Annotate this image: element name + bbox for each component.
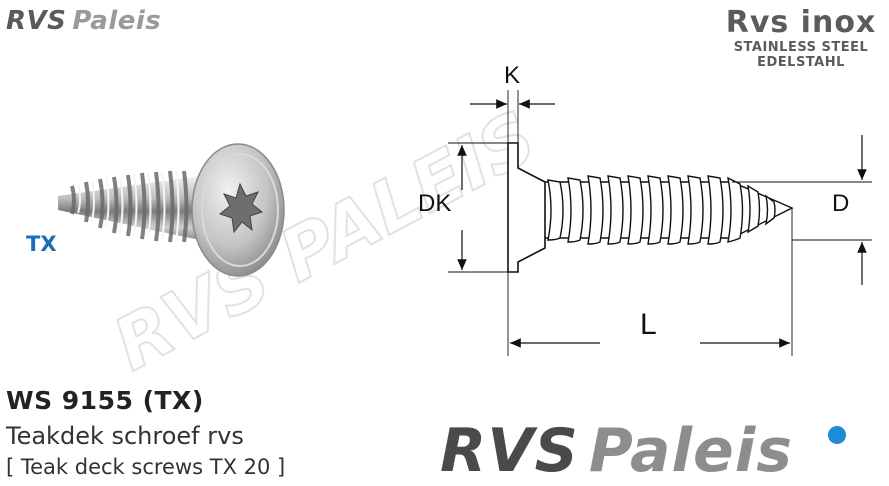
badge-rvs-inox: Rvs inox xyxy=(725,5,877,40)
screw-photo xyxy=(58,143,285,277)
brand-rvs-text: RVS xyxy=(6,6,67,36)
badge-stainless-steel: STAINLESS STEEL xyxy=(733,40,869,55)
svg-text:RVS PALEIS: RVS PALEIS xyxy=(100,95,549,387)
brand-paleis-text: Paleis xyxy=(72,6,162,36)
brand-dot-icon xyxy=(828,426,846,444)
brand-paleis-text-large: Paleis xyxy=(588,416,794,486)
material-badge: Rvs inox STAINLESS STEEL EDELSTAHL xyxy=(721,5,881,71)
tx-drive-label: TX xyxy=(26,232,57,256)
watermark: RVS PALEIS xyxy=(99,94,550,388)
technical-drawing xyxy=(448,90,872,356)
product-name-english: [ Teak deck screws TX 20 ] xyxy=(6,455,286,479)
dimension-k-label: K xyxy=(504,62,521,89)
dimension-l-label: L xyxy=(640,308,657,341)
dimension-dk-label: DK xyxy=(418,190,452,217)
product-name-dutch: Teakdek schroef rvs xyxy=(6,422,244,450)
dimension-d-label: D xyxy=(832,190,850,217)
brand-rvs-text-large: RVS xyxy=(440,416,579,486)
badge-edelstahl: EDELSTAHL xyxy=(757,55,845,70)
product-code: WS 9155 (TX) xyxy=(6,386,204,415)
